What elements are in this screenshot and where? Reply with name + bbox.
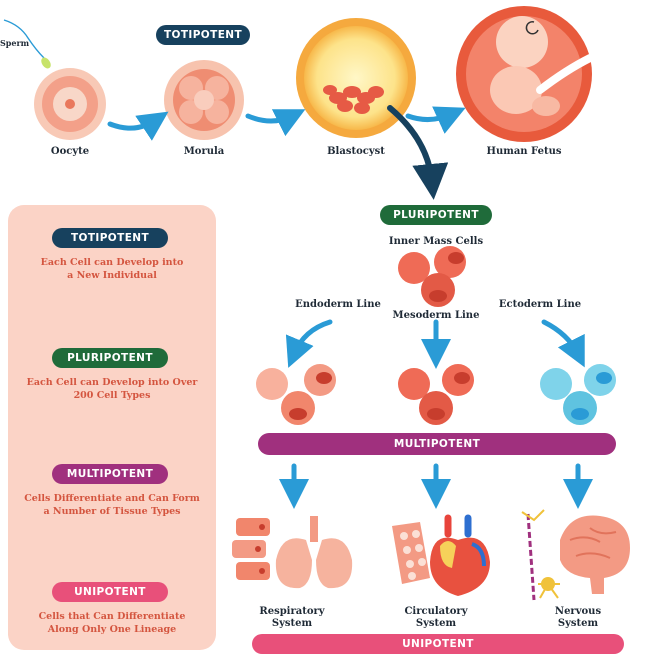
top-arrows	[107, 106, 466, 141]
legend-desc-totipotent-line2: a New Individual	[67, 270, 157, 281]
oocyte-illustration	[34, 68, 106, 140]
legend-badge-multipotent: MULTIPOTENT	[52, 464, 168, 484]
mesoderm-label: Mesoderm Line	[392, 310, 480, 321]
blastocyst-to-pluripotent-arrow	[387, 105, 449, 200]
legend-desc-totipotent: Each Cell can Develop into a New Individ…	[8, 256, 216, 282]
circulatory-illustration	[392, 514, 490, 596]
legend-desc-unipotent-line2: Along Only One Lineage	[47, 624, 177, 635]
legend-desc-pluripotent-line2: 200 Cell Types	[73, 390, 151, 401]
respiratory-illustration	[232, 516, 353, 589]
potency-legend-panel	[8, 205, 216, 650]
nervous-illustration	[521, 509, 630, 601]
ectoderm-label: Ectoderm Line	[498, 299, 582, 310]
blastocyst-label: Blastocyst	[327, 146, 385, 157]
inner-mass-cells	[398, 246, 466, 307]
circulatory-label: Circulatory System	[396, 606, 476, 630]
legend-desc-pluripotent-line1: Each Cell can Develop into Over	[26, 377, 198, 388]
totipotent-badge-top: TOTIPOTENT	[156, 25, 250, 45]
fetus-label: Human Fetus	[486, 146, 562, 157]
fetus-illustration	[456, 6, 594, 142]
legend-desc-totipotent-line1: Each Cell can Develop into	[40, 257, 184, 268]
nervous-label-line1: Nervous	[554, 606, 602, 617]
multipotent-bar: MULTIPOTENT	[258, 433, 616, 455]
legend-badge-pluripotent: PLURIPOTENT	[52, 348, 168, 368]
endoderm-label: Endoderm Line	[295, 299, 381, 310]
legend-desc-multipotent-line1: Cells Differentiate and Can Form	[24, 493, 200, 504]
inner-mass-label: Inner Mass Cells	[388, 236, 484, 247]
respiratory-label-line1: Respiratory	[259, 606, 325, 617]
mesoderm-cells	[398, 364, 474, 425]
ectoderm-cells	[540, 364, 616, 425]
legend-badge-totipotent: TOTIPOTENT	[52, 228, 168, 248]
legend-desc-multipotent: Cells Differentiate and Can Form a Numbe…	[8, 492, 216, 518]
legend-desc-unipotent-line1: Cells that Can Differentiate	[38, 611, 186, 622]
oocyte-label: Oocyte	[50, 146, 90, 157]
germ-layer-arrows	[285, 319, 585, 369]
endoderm-cells	[256, 364, 336, 425]
circulatory-label-line2: System	[415, 618, 457, 629]
respiratory-label-line2: System	[271, 618, 313, 629]
nervous-label-line2: System	[557, 618, 599, 629]
nervous-label: Nervous System	[538, 606, 618, 630]
morula-label: Morula	[183, 146, 225, 157]
circulatory-label-line1: Circulatory	[404, 606, 468, 617]
organ-arrows	[279, 463, 593, 509]
sperm-illustration	[3, 19, 51, 69]
blastocyst-illustration	[296, 18, 416, 138]
morula-illustration	[164, 60, 244, 140]
unipotent-bar: UNIPOTENT	[252, 634, 624, 654]
legend-desc-pluripotent: Each Cell can Develop into Over 200 Cell…	[8, 376, 216, 402]
respiratory-label: Respiratory System	[252, 606, 332, 630]
pluripotent-badge-flow: PLURIPOTENT	[380, 205, 492, 225]
legend-desc-unipotent: Cells that Can Differentiate Along Only …	[8, 610, 216, 636]
legend-badge-unipotent: UNIPOTENT	[52, 582, 168, 602]
sperm-label: Sperm	[0, 38, 30, 48]
legend-desc-multipotent-line2: a Number of Tissue Types	[43, 506, 181, 517]
